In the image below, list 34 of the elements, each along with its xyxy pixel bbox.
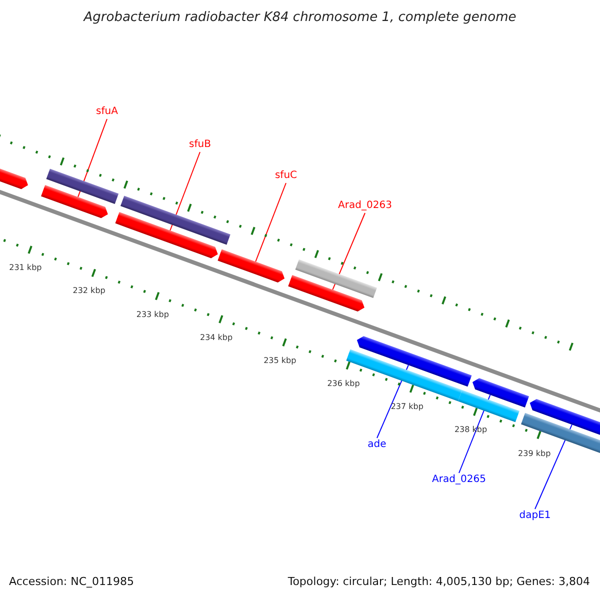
kbp-label: 234 kbp	[200, 332, 233, 342]
kbp-label: 231 kbp	[9, 263, 42, 272]
leader-line	[534, 424, 572, 510]
gene-bar	[295, 259, 377, 298]
accession-text: Accession: NC_011985	[9, 575, 134, 588]
gene-bar	[46, 168, 119, 204]
gene-bar	[218, 249, 285, 282]
leader-line	[255, 182, 286, 262]
kbp-label: 233 kbp	[136, 310, 169, 319]
leader-line	[332, 212, 366, 290]
kbp-label: 239 kbp	[518, 448, 551, 458]
genome-stats-text: Topology: circular; Length: 4,005,130 bp; Genes: 3,804	[288, 575, 590, 588]
gene-bar	[472, 378, 530, 408]
gene-label: Arad_0265	[432, 474, 486, 485]
gene-label: sfuC	[274, 170, 298, 181]
map-title: Agrobacterium radiobacter K84 chromosome 1, complete genome	[84, 10, 516, 25]
kbp-label: 232 kbp	[72, 286, 106, 296]
leader-line	[170, 152, 200, 231]
gene-label: sfuB	[189, 139, 211, 150]
gene-bar	[346, 349, 462, 402]
gene-bar	[120, 196, 230, 245]
gene-bar	[41, 185, 108, 218]
gene-bar	[115, 212, 218, 258]
leader-line	[458, 394, 491, 474]
gene-label: dapE1	[519, 510, 551, 521]
kbp-label: 237 kbp	[390, 402, 424, 412]
kbp-label: 235 kbp	[264, 356, 296, 365]
gene-label: Arad_0263	[338, 200, 392, 211]
kbp-label: 236 kbp	[327, 379, 360, 388]
gene-bar	[288, 274, 364, 312]
gene-label: ade	[368, 439, 386, 450]
gene-bar	[458, 390, 520, 422]
leader-line	[78, 118, 108, 198]
gene-label: sfuA	[96, 106, 118, 117]
